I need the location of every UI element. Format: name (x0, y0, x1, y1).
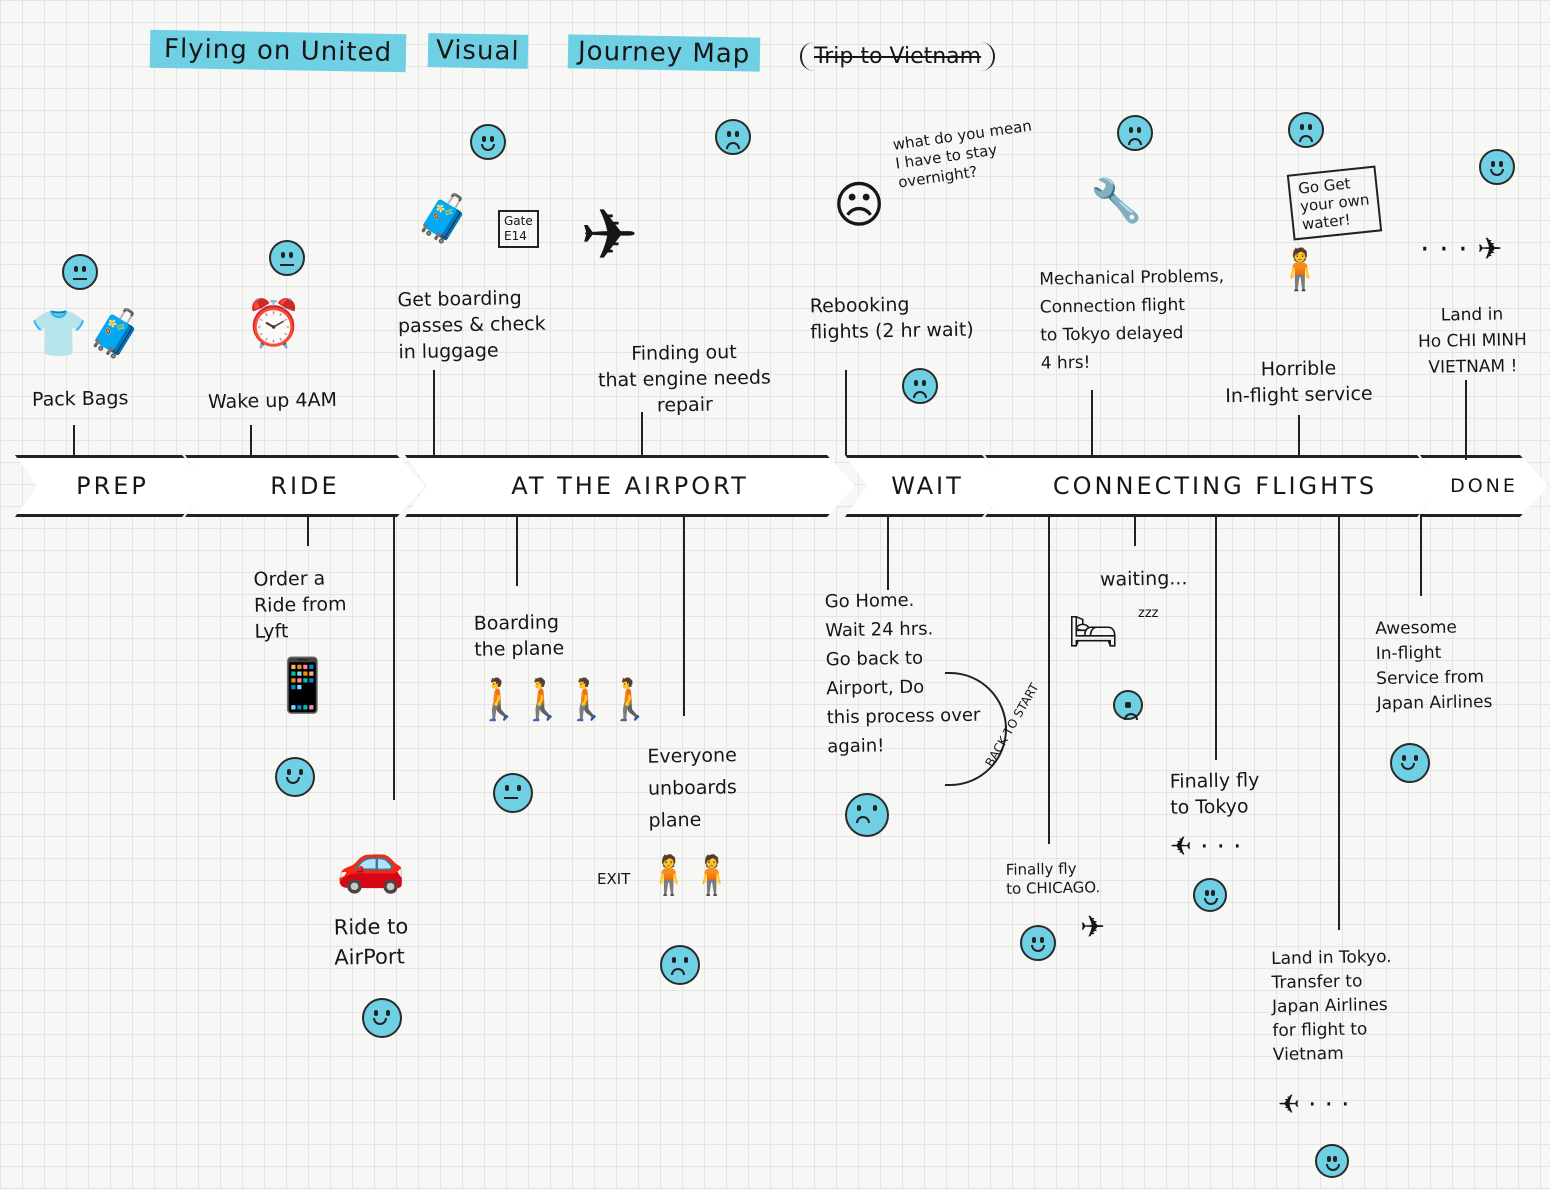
title-struck-trip-to-vietnam: Trip to Vietnam (800, 42, 996, 71)
exit-sign: EXIT (597, 870, 631, 888)
event-fly-chicago: Finally fly to CHICAGO. (1005, 859, 1101, 898)
event-land-vietnam: Land in Ho CHI MINH VIETNAM ! (1417, 304, 1528, 378)
mood-neutral-face-icon (493, 773, 533, 813)
mood-sad-face-icon (1288, 112, 1324, 148)
stem (1420, 514, 1422, 596)
event-mechanical-problems: Mechanical Problems, Connection flight t… (1039, 266, 1225, 374)
plane-arrow-icon: · · · ✈ (1278, 1090, 1350, 1120)
worried-person-icon: ☹ (833, 176, 886, 234)
alarm-clock-icon: ⏰ (245, 296, 303, 350)
mood-happy-face-icon (1390, 743, 1430, 783)
mood-happy-face-icon (470, 124, 506, 160)
stem (641, 412, 643, 455)
speech-overnight: what do you mean I have to stay overnigh… (891, 116, 1033, 192)
stem (1048, 514, 1050, 844)
stem (845, 370, 847, 455)
mood-happy-face-icon (362, 998, 402, 1038)
event-order-lyft: Order a Ride from Lyft (253, 567, 347, 643)
stage-wait: WAIT (845, 455, 1010, 517)
stem (683, 514, 685, 716)
phone-icon: 📱 (270, 656, 335, 716)
mood-neutral-face-icon (269, 240, 305, 276)
mood-sad-face-icon (1117, 115, 1153, 151)
mood-sad-face-icon (1113, 690, 1143, 720)
mood-happy-face-icon (1193, 878, 1227, 912)
event-boarding-passes: Get boarding passes & check in luggage (397, 287, 546, 364)
plane-icon: ✈ (1080, 910, 1106, 945)
event-waiting: waiting... (1099, 567, 1188, 591)
event-engine-repair: Finding out that engine needs repair (597, 341, 772, 417)
flight-attendant-icon: 🧍 (1275, 247, 1325, 293)
mood-happy-face-icon (1315, 1144, 1349, 1178)
speech-water: Go Get your own water! (1286, 165, 1383, 241)
stem (433, 370, 435, 455)
upset-people-icon: 🧍🧍 (645, 853, 736, 897)
mood-happy-face-icon (275, 757, 315, 797)
plane-arrow-icon: · · · ✈ (1170, 832, 1242, 862)
plane-arrow-icon: · · · ✈ (1420, 232, 1503, 267)
title-journey-map: Journey Map (567, 34, 761, 72)
stem (1134, 514, 1136, 546)
broken-plane-icon: ✈ (580, 194, 639, 276)
event-fly-tokyo: Finally fly to Tokyo (1169, 769, 1260, 819)
event-rebooking: Rebooking flights (2 hr wait) (809, 293, 974, 344)
stem (250, 425, 252, 455)
event-pack-bags: Pack Bags (31, 387, 129, 411)
event-land-tokyo: Land in Tokyo. Transfer to Japan Airline… (1270, 946, 1392, 1066)
wrench-icon: 🔧 (1090, 176, 1143, 225)
stem (1091, 390, 1093, 455)
stage-prep: PREP (15, 455, 210, 517)
car-icon: 🚗 (336, 831, 406, 896)
stem (887, 514, 889, 590)
loop-arrow-icon (945, 672, 1007, 786)
luggage-icon: 👕🧳 (30, 306, 145, 360)
boarding-pass-icon: Gate E14 (498, 210, 539, 248)
stage-connecting-flights: CONNECTING FLIGHTS (985, 455, 1445, 517)
event-everyone-unboards: Everyone unboards plane (647, 744, 738, 832)
stem (1338, 514, 1340, 930)
stem (1215, 514, 1217, 760)
event-awesome-service: Awesome In-flight Service from Japan Air… (1375, 617, 1493, 715)
stem (393, 514, 395, 800)
mood-happy-face-icon (1479, 149, 1515, 185)
title-visual: Visual (427, 33, 528, 69)
mood-sad-face-icon (660, 945, 700, 985)
stem (307, 514, 309, 546)
stem (73, 425, 75, 455)
people-icon: 🚶🚶🚶🚶 (474, 677, 655, 723)
title-flying-on-united: Flying on United (149, 29, 407, 73)
mood-neutral-face-icon (62, 254, 98, 290)
mood-happy-face-icon (1020, 925, 1056, 961)
stem (1298, 415, 1300, 457)
zzz-label: zzz (1138, 606, 1159, 621)
event-wake-up: Wake up 4AM (207, 388, 338, 414)
mood-sad-face-icon (902, 368, 938, 404)
stage-ride: RIDE (185, 455, 425, 517)
luggage-icon: 🧳 (415, 191, 473, 245)
sleeping-person-icon: 🛏 (1068, 609, 1119, 655)
event-ride-to-airport: Ride to AirPort (333, 914, 409, 970)
stage-at-the-airport: AT THE AIRPORT (405, 455, 855, 517)
mood-sad-face-icon (845, 793, 889, 837)
mood-sad-face-icon (715, 119, 751, 155)
event-horrible-service: Horrible In-flight service (1225, 357, 1373, 408)
event-boarding-plane: Boarding the plane (473, 611, 565, 661)
stem (1465, 380, 1467, 460)
stem (516, 514, 518, 586)
